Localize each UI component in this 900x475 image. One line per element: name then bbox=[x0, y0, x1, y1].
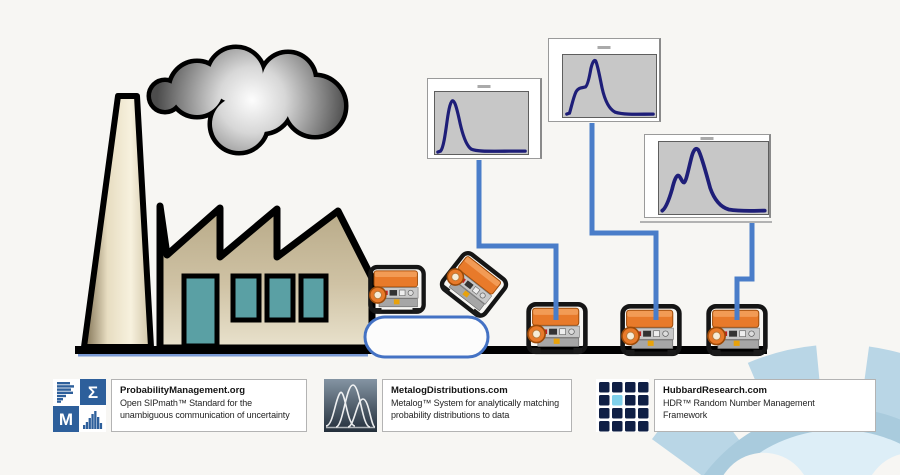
chimney bbox=[81, 93, 154, 350]
chart-plot-area bbox=[434, 91, 529, 155]
factory-door bbox=[181, 273, 220, 349]
factory-window bbox=[230, 273, 262, 323]
generator-icon bbox=[370, 267, 424, 313]
brand-text-box: MetalogDistributions.com Metalog™ System… bbox=[382, 379, 572, 432]
distribution-chart-2 bbox=[548, 38, 661, 122]
brand-line: unambiguous communication of uncertainty bbox=[120, 409, 290, 420]
factory-window bbox=[264, 273, 296, 323]
chart-title-smudge bbox=[477, 85, 491, 88]
factory-window bbox=[298, 273, 329, 323]
connector-line-3 bbox=[734, 222, 755, 320]
brand-title: ProbabilityManagement.org bbox=[120, 385, 246, 396]
conveyor-belt bbox=[363, 315, 900, 475]
brand-title: MetalogDistributions.com bbox=[391, 385, 508, 396]
brand-line: Open SIPmath™ Standard for the bbox=[120, 397, 253, 408]
hubbard-grid-logo-icon bbox=[596, 379, 649, 432]
probability-management-logo-icon: Σ M bbox=[53, 379, 106, 432]
pm-p-bars-icon bbox=[53, 379, 79, 405]
distribution-chart-3 bbox=[644, 134, 771, 218]
distribution-chart-1 bbox=[427, 78, 542, 159]
brand-text-box: HubbardResearch.com HDR™ Random Number M… bbox=[654, 379, 876, 432]
chart-title-smudge bbox=[700, 137, 714, 140]
brand-probability-management: Σ M bbox=[53, 379, 307, 432]
metalog-logo-icon bbox=[324, 379, 377, 432]
chart-plot-area bbox=[658, 141, 769, 215]
connector-line-2 bbox=[589, 123, 659, 320]
pm-m-icon: M bbox=[53, 406, 79, 432]
brand-hubbard-research: HubbardResearch.com HDR™ Random Number M… bbox=[596, 379, 876, 432]
brand-line: HDR™ Random Number Management bbox=[663, 397, 815, 408]
generator-icon-tilted bbox=[438, 250, 509, 319]
chart-plot-area bbox=[562, 54, 657, 118]
brand-text-box: ProbabilityManagement.org Open SIPmath™ … bbox=[111, 379, 307, 432]
pm-histogram-icon bbox=[80, 406, 106, 432]
brand-title: HubbardResearch.com bbox=[663, 385, 768, 396]
factory-building bbox=[156, 202, 376, 352]
chart3-baseline bbox=[640, 221, 772, 223]
chart-title-smudge bbox=[597, 46, 611, 49]
brand-metalog-distributions: MetalogDistributions.com Metalog™ System… bbox=[324, 379, 572, 432]
brand-line: Metalog™ System for analytically matchin… bbox=[391, 397, 559, 408]
ground-shadow-line bbox=[78, 354, 368, 357]
pm-sigma-icon: Σ bbox=[80, 379, 106, 405]
density-curve bbox=[436, 99, 527, 154]
brand-line: probability distributions to data bbox=[391, 409, 510, 420]
density-curve bbox=[565, 58, 655, 116]
smoke-cloud-icon bbox=[146, 44, 349, 156]
density-curve bbox=[660, 146, 767, 213]
brand-line: Framework bbox=[663, 409, 708, 420]
connector-line-1 bbox=[476, 160, 559, 320]
